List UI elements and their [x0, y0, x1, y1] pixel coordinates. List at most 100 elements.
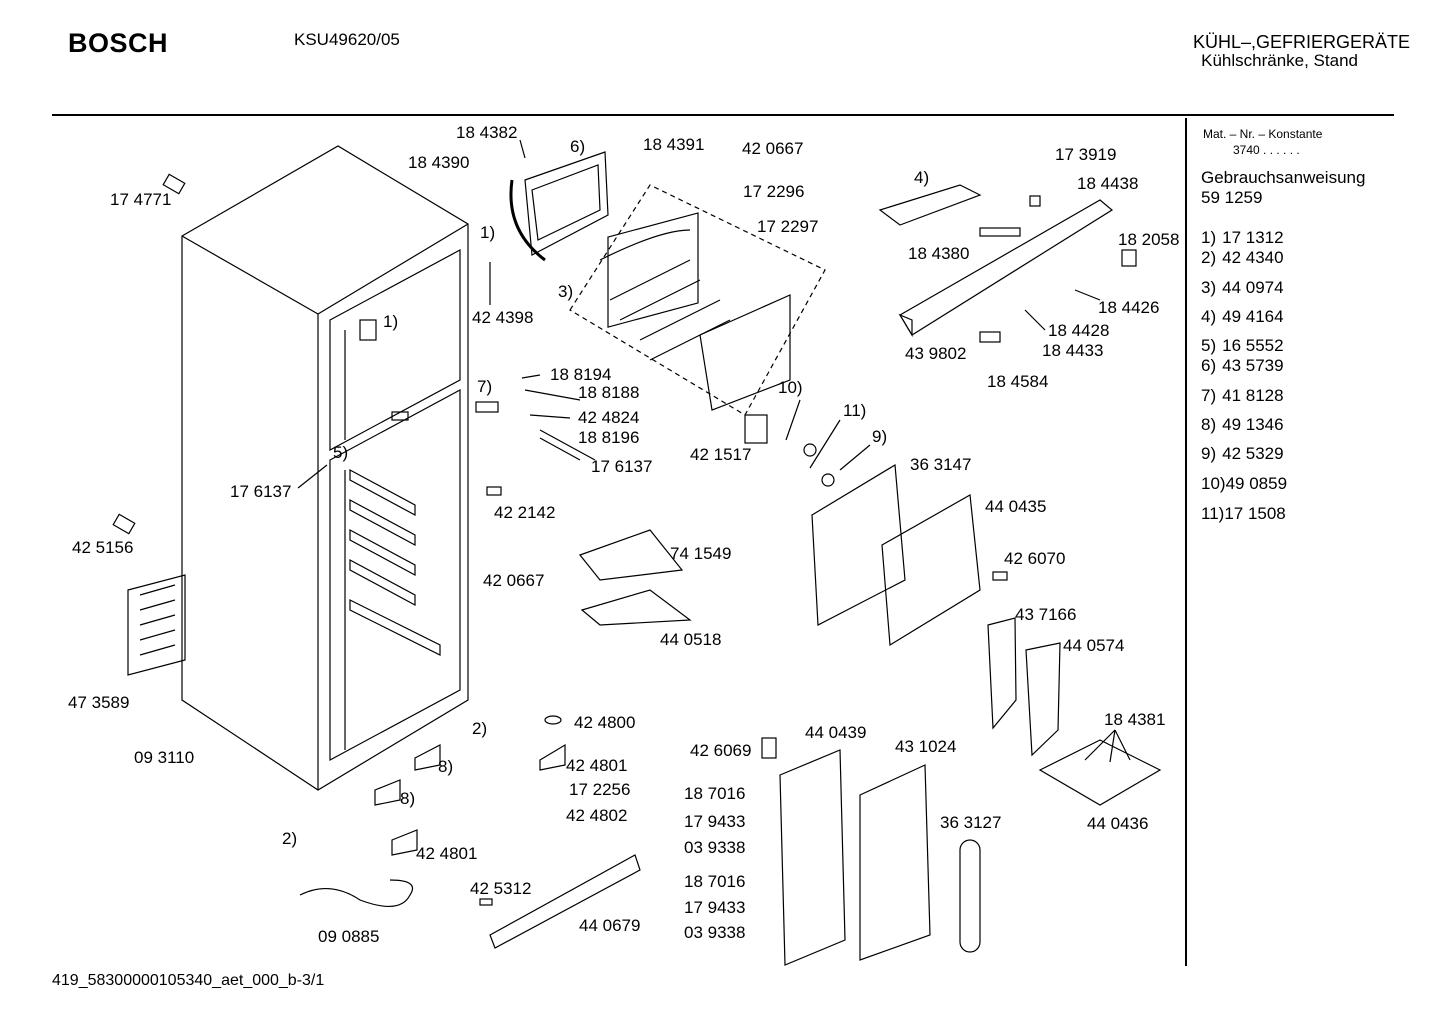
part-number-label: 42 6070: [1004, 549, 1065, 568]
sidebar-item: 5) 16 5552: [1201, 336, 1284, 356]
part-number-label: 03 9338: [684, 838, 745, 857]
sidebar-item-ref: 8): [1201, 415, 1217, 434]
callout-reference: 2): [472, 719, 487, 738]
part-number-label: 43 1024: [895, 737, 956, 756]
callout-reference: 1): [383, 312, 398, 331]
callout-reference: 5): [333, 443, 348, 462]
door-shelves: [579, 529, 1162, 806]
part-number-label: 18 4428: [1048, 321, 1109, 340]
part-number-label: 18 4433: [1042, 341, 1103, 360]
sidebar-item-part: 49 0859: [1225, 474, 1288, 493]
part-number-label: 42 2142: [494, 503, 555, 522]
part-number-label: 42 4398: [472, 308, 533, 327]
part-number-label: 18 8194: [550, 365, 611, 384]
sidebar-item: 9) 42 5329: [1201, 444, 1284, 464]
part-number-label: 44 0436: [1087, 814, 1148, 833]
sidebar-item-part: 42 4340: [1222, 248, 1284, 267]
part-number-label: 18 8188: [578, 383, 639, 402]
brand-logo: BOSCH: [68, 28, 169, 58]
part-number-label: 47 3589: [68, 693, 129, 712]
sidebar-item-ref: 1): [1201, 228, 1217, 247]
sidebar-item-ref: 6): [1201, 356, 1217, 375]
doors: [779, 749, 981, 966]
part-number-label: 42 4801: [416, 844, 477, 863]
sidebar-item-ref: 11): [1201, 504, 1225, 523]
part-number-label: 42 4800: [574, 713, 635, 732]
sidebar-item-ref: 10): [1201, 474, 1226, 493]
part-number-label: 42 0667: [742, 139, 803, 158]
part-number-label: 17 4771: [110, 190, 171, 209]
part-number-label: 17 6137: [591, 457, 652, 476]
part-number-label: 17 9433: [684, 898, 745, 917]
sidebar-item-part: 17 1312: [1222, 228, 1284, 247]
part-number-label: 17 2297: [757, 217, 818, 236]
sidebar-item-ref: 4): [1201, 307, 1217, 326]
part-number-label: 18 4381: [1104, 710, 1165, 729]
sidebar-item-ref: 7): [1201, 386, 1217, 405]
part-number-label: 18 4390: [408, 153, 469, 172]
part-number-label: 17 6137: [230, 482, 291, 501]
part-number-label: 17 2256: [569, 780, 630, 799]
part-number-label: 18 7016: [684, 784, 745, 803]
sidebar-item: 2) 42 4340: [1201, 248, 1284, 268]
sidebar-item-ref: 5): [1201, 336, 1217, 355]
sidebar-item: 7) 41 8128: [1201, 386, 1284, 406]
sidebar-item: 8) 49 1346: [1201, 415, 1284, 435]
callout-reference: 11): [843, 401, 866, 420]
part-number-label: 42 1517: [690, 445, 751, 464]
sidebar-item-ref: 2): [1201, 248, 1217, 267]
part-number-label: 42 5156: [72, 538, 133, 557]
sidebar-item-part: 16 5552: [1222, 336, 1284, 355]
part-number-label: 17 9433: [684, 812, 745, 831]
sidebar-item-part: 17 1508: [1224, 504, 1286, 523]
callout-reference: 6): [570, 137, 585, 156]
callout-reference: 3): [558, 282, 573, 301]
footer-code: 419_58300000105340_aet_000_b-3/1: [52, 972, 325, 989]
part-number-label: 03 9338: [684, 923, 745, 942]
part-number-label: 18 4438: [1077, 174, 1138, 193]
category-subtitle: Kühlschränke, Stand: [1201, 51, 1358, 70]
model-number: KSU49620/05: [294, 30, 400, 49]
part-number-label: 42 4824: [578, 408, 639, 427]
sidebar-divider: [1185, 118, 1187, 966]
part-number-label: 17 3919: [1055, 145, 1116, 164]
sidebar-item-part: 44 0974: [1222, 278, 1284, 297]
callout-reference: 7): [477, 377, 492, 396]
part-number-label: 36 3147: [910, 455, 971, 474]
evaporator-3: [569, 184, 826, 416]
constant-label: Mat. – Nr. – Konstante: [1203, 127, 1323, 141]
sidebar-item: 6)43 5739: [1201, 356, 1284, 376]
callout-reference: 10): [778, 378, 803, 397]
sidebar-item-ref: 9): [1201, 444, 1217, 463]
manual-label: Gebrauchsanweisung: [1201, 168, 1366, 187]
sidebar-item: 3)44 0974: [1201, 278, 1284, 298]
part-number-label: 42 5312: [470, 879, 531, 898]
part-number-label: 18 8196: [578, 428, 639, 447]
part-number-label: 18 4426: [1098, 298, 1159, 317]
sidebar-item-part: 49 4164: [1222, 307, 1284, 326]
part-number-label: 42 6069: [690, 741, 751, 760]
part-number-label: 44 0435: [985, 497, 1046, 516]
part-number-label: 18 4382: [456, 123, 517, 142]
callout-reference: 2): [282, 829, 297, 848]
sidebar-item-part: 42 5329: [1222, 444, 1284, 463]
sidebar-item: 10)49 0859: [1201, 474, 1287, 494]
part-number-label: 17 2296: [743, 182, 804, 201]
part-number-label: 36 3127: [940, 813, 1001, 832]
fridge-shelves: [349, 468, 441, 656]
part-number-label: 18 4584: [987, 372, 1048, 391]
callout-reference: 9): [872, 427, 887, 446]
part-number-label: 44 0574: [1063, 636, 1124, 655]
header-rule: [52, 114, 1394, 116]
sidebar-item-part: 49 1346: [1222, 415, 1284, 434]
sidebar-item: 11)17 1508: [1201, 504, 1286, 524]
power-cord: [299, 879, 414, 907]
part-number-label: 44 0439: [805, 723, 866, 742]
fan-bracket-6: [509, 151, 609, 262]
part-number-label: 18 4391: [643, 135, 704, 154]
sidebar-item-part: 41 8128: [1222, 386, 1284, 405]
sidebar-item: 4) 49 4164: [1201, 307, 1284, 327]
fridge-cabinet: [181, 145, 469, 791]
control-housing: [878, 184, 1137, 338]
inner-liners: [811, 463, 981, 647]
